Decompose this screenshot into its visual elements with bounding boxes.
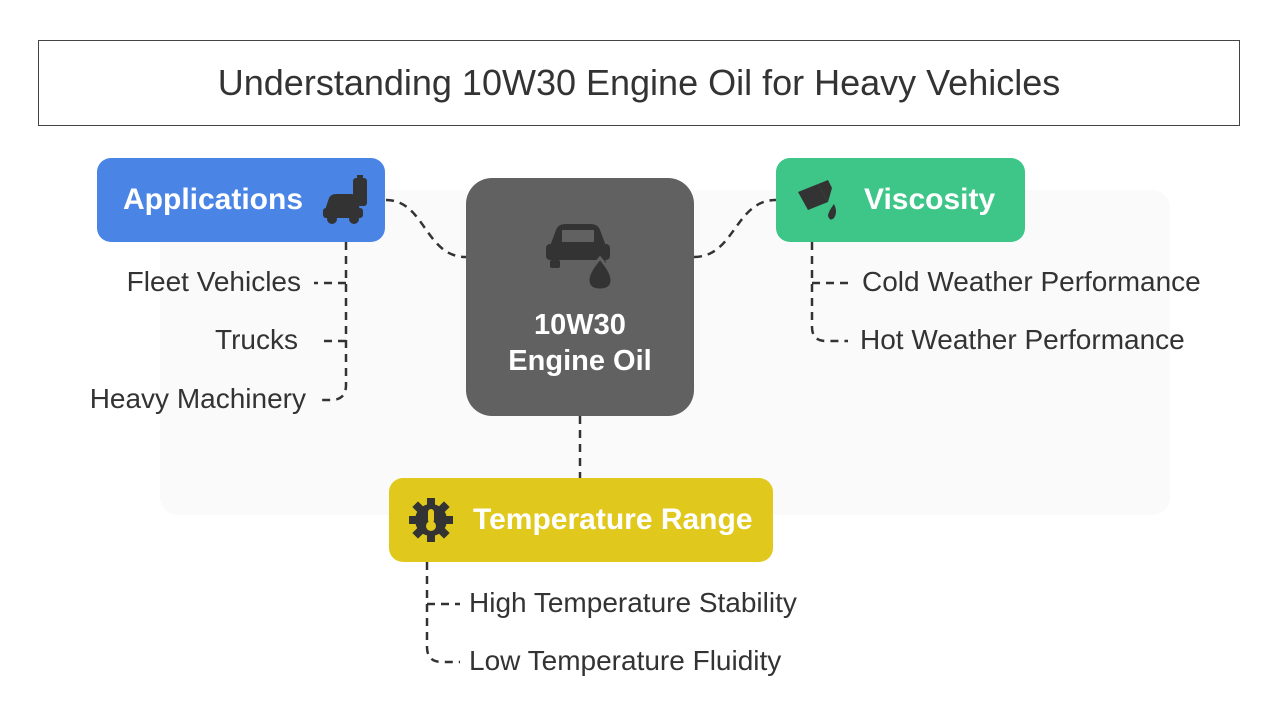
applications-label: Applications: [123, 183, 304, 216]
temperature-item-high: High Temperature Stability: [469, 587, 797, 618]
viscosity-item-hot: Hot Weather Performance: [860, 324, 1185, 355]
connector-viscosity-center: [693, 198, 777, 259]
applications-item-fleet: Fleet Vehicles: [126, 266, 301, 297]
center-label-line1: 10W30: [534, 309, 626, 341]
connector-temperature-trunk: [425, 562, 460, 664]
applications-item-trucks: Trucks: [215, 324, 298, 355]
viscosity-label: Viscosity: [864, 183, 996, 216]
temperature-node: Temperature Range: [389, 478, 773, 562]
diagram-title: Understanding 10W30 Engine Oil for Heavy…: [38, 40, 1240, 126]
gear-thermometer-icon: [407, 496, 455, 544]
connector-viscosity-trunk: [810, 242, 848, 343]
oil-can-pour-icon: [794, 176, 842, 224]
car-oil-drop-icon: [540, 212, 620, 297]
applications-item-machinery: Heavy Machinery: [89, 383, 306, 414]
connector-applications-trunk: [318, 242, 348, 402]
center-label-line2: Engine Oil: [508, 345, 652, 377]
car-fuel-icon: [319, 174, 371, 226]
temperature-label: Temperature Range: [473, 503, 753, 536]
applications-node: Applications: [97, 158, 385, 242]
title-text: Understanding 10W30 Engine Oil for Heavy…: [217, 62, 1061, 103]
connector-applications-center: [385, 198, 467, 259]
temperature-item-low: Low Temperature Fluidity: [469, 645, 782, 676]
viscosity-node: Viscosity: [776, 158, 1025, 242]
viscosity-item-cold: Cold Weather Performance: [862, 266, 1201, 297]
center-node: 10W30 Engine Oil: [466, 178, 694, 416]
